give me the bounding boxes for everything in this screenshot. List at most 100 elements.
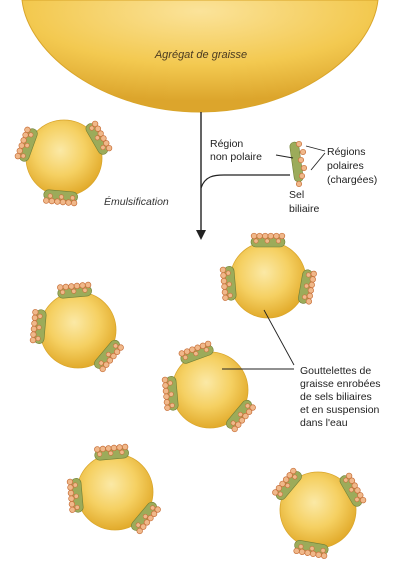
polar-head	[74, 283, 80, 289]
bile-salt-molecule	[289, 141, 306, 186]
nonpolar-region-line-2: non polaire	[210, 151, 262, 163]
fat-droplet	[220, 233, 317, 318]
polar-head	[163, 394, 169, 400]
polar-head	[69, 501, 75, 507]
nonpolar-leader	[276, 155, 293, 158]
polar-head	[162, 382, 168, 388]
polar-head	[85, 282, 91, 288]
polar-head	[220, 272, 226, 278]
fat-droplet	[14, 120, 113, 206]
polar-head	[31, 326, 37, 332]
polar-head	[100, 446, 106, 452]
bile-salt-cluster	[30, 309, 47, 344]
bile-salt-cluster	[67, 478, 84, 513]
polar-head	[69, 507, 75, 513]
polar-head	[162, 377, 168, 383]
polar-head	[37, 325, 42, 330]
polar-head	[70, 196, 75, 201]
bile-salt-cluster	[43, 189, 78, 206]
polar-head	[79, 282, 85, 288]
polar-head	[221, 284, 227, 290]
droplets-line-5: dans l'eau	[300, 417, 348, 429]
polar-leader-1	[306, 146, 325, 151]
polar-head	[163, 388, 169, 394]
polar-head	[68, 490, 74, 496]
polar-head	[262, 233, 268, 239]
droplets-label: Gouttelettes de graisse enrobées de sels…	[300, 365, 383, 429]
legend-polar-head	[300, 149, 305, 154]
polar-head	[108, 451, 113, 456]
polar-head	[276, 239, 280, 243]
droplets-line-4: et en suspension	[300, 404, 380, 416]
polar-head	[49, 198, 55, 204]
legend-polar-head	[301, 165, 306, 170]
polar-head	[268, 233, 274, 239]
polar-regions-line-1: Régions	[327, 146, 366, 158]
fat-aggregate-label: Agrégat de graisse	[154, 49, 247, 61]
polar-regions-label: Régions polaires (chargées)	[327, 146, 377, 186]
polar-head	[97, 452, 102, 457]
polar-head	[116, 444, 122, 450]
polar-head	[38, 314, 43, 319]
polar-head	[222, 289, 228, 295]
polar-head	[36, 336, 41, 341]
fat-droplet	[30, 282, 125, 373]
emulsification-arrow	[196, 112, 290, 240]
polar-head	[68, 283, 74, 289]
emulsification-label: Émulsification	[104, 195, 169, 208]
polar-head	[164, 405, 170, 411]
polar-head	[73, 483, 78, 488]
polar-head	[228, 293, 233, 298]
bile-salt-cluster	[251, 233, 285, 247]
droplets-line-3: de sels biliaires	[300, 391, 372, 403]
polar-head	[30, 331, 36, 337]
fat-aggregate: Agrégat de graisse	[22, 0, 378, 112]
droplet-leader-1	[264, 310, 294, 365]
fat-droplet	[67, 444, 162, 535]
polar-head	[48, 194, 53, 199]
polar-head	[71, 200, 77, 206]
polar-head	[221, 278, 227, 284]
bile-salt-cluster	[57, 282, 92, 299]
polar-regions-line-2: polaires	[327, 160, 364, 172]
polar-head	[274, 233, 280, 239]
bile-salt-line-2: biliaire	[289, 203, 320, 215]
polar-head	[170, 403, 175, 408]
fat-droplet	[162, 340, 257, 433]
polar-head	[164, 399, 170, 405]
polar-head	[251, 233, 257, 239]
polar-head	[32, 309, 38, 315]
bile-salt-cluster	[94, 444, 129, 461]
polar-head	[105, 445, 111, 451]
droplets-line-2: graisse enrobées	[300, 378, 381, 390]
polar-head	[122, 444, 128, 450]
polar-head	[120, 450, 125, 455]
polar-head	[60, 290, 65, 295]
polar-head	[68, 496, 74, 502]
polar-head	[65, 200, 71, 206]
polar-head	[32, 315, 38, 321]
polar-head	[71, 289, 76, 294]
legend-polar-head	[296, 141, 301, 146]
droplet-body	[230, 242, 306, 318]
polar-head	[220, 267, 226, 273]
polar-head	[60, 199, 66, 205]
polar-head	[254, 239, 258, 243]
legend-polar-head	[299, 173, 304, 178]
polar-head	[169, 392, 174, 397]
bile-salt-label: Sel biliaire	[289, 189, 320, 215]
polar-head	[54, 199, 60, 205]
bile-salt-cluster	[220, 266, 237, 301]
polar-head	[265, 239, 269, 243]
polar-head	[30, 337, 36, 343]
legend-polar-head	[298, 157, 303, 162]
polar-head	[31, 320, 37, 326]
polar-head	[111, 445, 117, 451]
fat-droplets	[14, 120, 367, 559]
polar-head	[63, 284, 69, 290]
polar-head	[83, 288, 88, 293]
polar-head	[227, 282, 232, 287]
polar-head	[279, 233, 285, 239]
